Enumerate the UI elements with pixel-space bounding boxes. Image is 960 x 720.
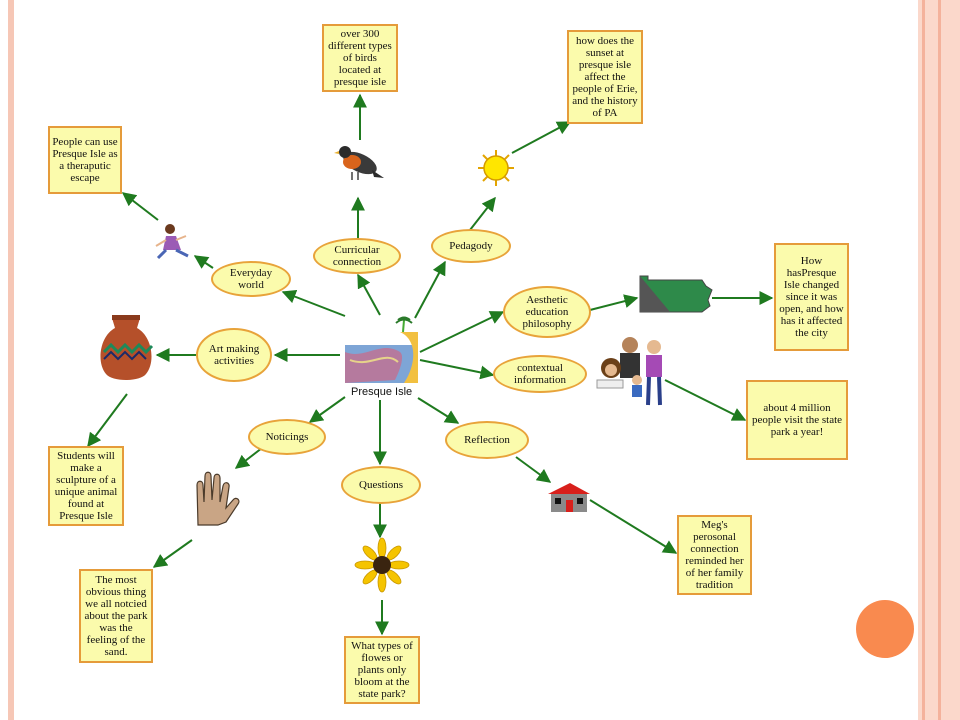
arrow-center-everyday bbox=[281, 290, 346, 317]
node-art-making-activities: Art making activities bbox=[196, 328, 272, 382]
node-contextual-information: contextual information bbox=[493, 355, 587, 393]
arrow-everyday-girl bbox=[193, 255, 214, 269]
vase-icon bbox=[100, 315, 154, 380]
arrow-family-visitorsbox bbox=[664, 379, 747, 421]
node-aesthetic-education: Aesthetic education philosophy bbox=[503, 286, 591, 338]
arrow-center-pedagogy bbox=[414, 260, 446, 319]
family-icon bbox=[596, 337, 662, 406]
arrow-pedagogy-sun bbox=[469, 196, 496, 231]
slide-frame-left bbox=[8, 0, 14, 720]
hand-icon bbox=[196, 471, 240, 526]
box-birds: over 300 different types of birds locate… bbox=[322, 24, 398, 92]
pennsylvania-map-icon bbox=[639, 275, 713, 313]
arrow-vase-sculpturebox bbox=[87, 393, 128, 448]
box-meg-connection: Meg's perosonal connection reminded her … bbox=[677, 515, 752, 595]
box-visitors: about 4 million people visit the state p… bbox=[746, 380, 848, 460]
arrow-reflection-house bbox=[515, 456, 552, 483]
box-sculpture: Students will make a sculpture of a uniq… bbox=[48, 446, 124, 526]
box-sunset: how does the sunset at presque isle affe… bbox=[567, 30, 643, 124]
arrow-house-megbox bbox=[589, 499, 678, 554]
running-girl-icon bbox=[155, 224, 189, 260]
box-sand: The most obvious thing we all notcied ab… bbox=[79, 569, 153, 663]
arrow-center-curricular bbox=[357, 273, 381, 316]
arrow-center-noticings bbox=[308, 396, 346, 423]
sun-icon bbox=[478, 150, 514, 186]
sunflower-icon bbox=[354, 537, 410, 593]
arrow-hand-sandbox bbox=[152, 539, 193, 568]
box-flowers: What types of flowes or plants only bloo… bbox=[344, 636, 420, 704]
bird-icon bbox=[334, 146, 384, 180]
connector-arrows bbox=[87, 93, 774, 636]
arrow-girl-therapeuticbox bbox=[121, 192, 159, 221]
frame-stripe bbox=[938, 0, 941, 720]
arrow-sun-sunsetbox bbox=[511, 121, 572, 154]
arrow-center-contextual bbox=[419, 359, 495, 380]
arrow-aesthetic-pamap bbox=[589, 294, 639, 311]
node-questions: Questions bbox=[341, 466, 421, 504]
node-curricular-connection: Curricular connection bbox=[313, 238, 401, 274]
frame-stripe bbox=[922, 0, 925, 720]
arrow-center-aesthetic bbox=[419, 311, 505, 353]
box-changed: How hasPresque Isle changed since it was… bbox=[774, 243, 849, 351]
box-therapeutic: People can use Presque Isle as a therapu… bbox=[48, 126, 122, 194]
center-topic-label: Presque Isle bbox=[351, 386, 413, 398]
arrow-noticings-hand bbox=[234, 447, 263, 469]
house-icon bbox=[548, 483, 590, 512]
arrow-center-reflection bbox=[417, 397, 460, 424]
island-icon bbox=[345, 316, 418, 383]
node-pedagogy: Pedagody bbox=[431, 229, 511, 263]
slide-frame-right bbox=[918, 0, 960, 720]
node-everyday-world: Everyday world bbox=[211, 261, 291, 297]
node-noticings: Noticings bbox=[248, 419, 326, 455]
node-reflection: Reflection bbox=[445, 421, 529, 459]
slide-accent-dot bbox=[856, 600, 914, 658]
